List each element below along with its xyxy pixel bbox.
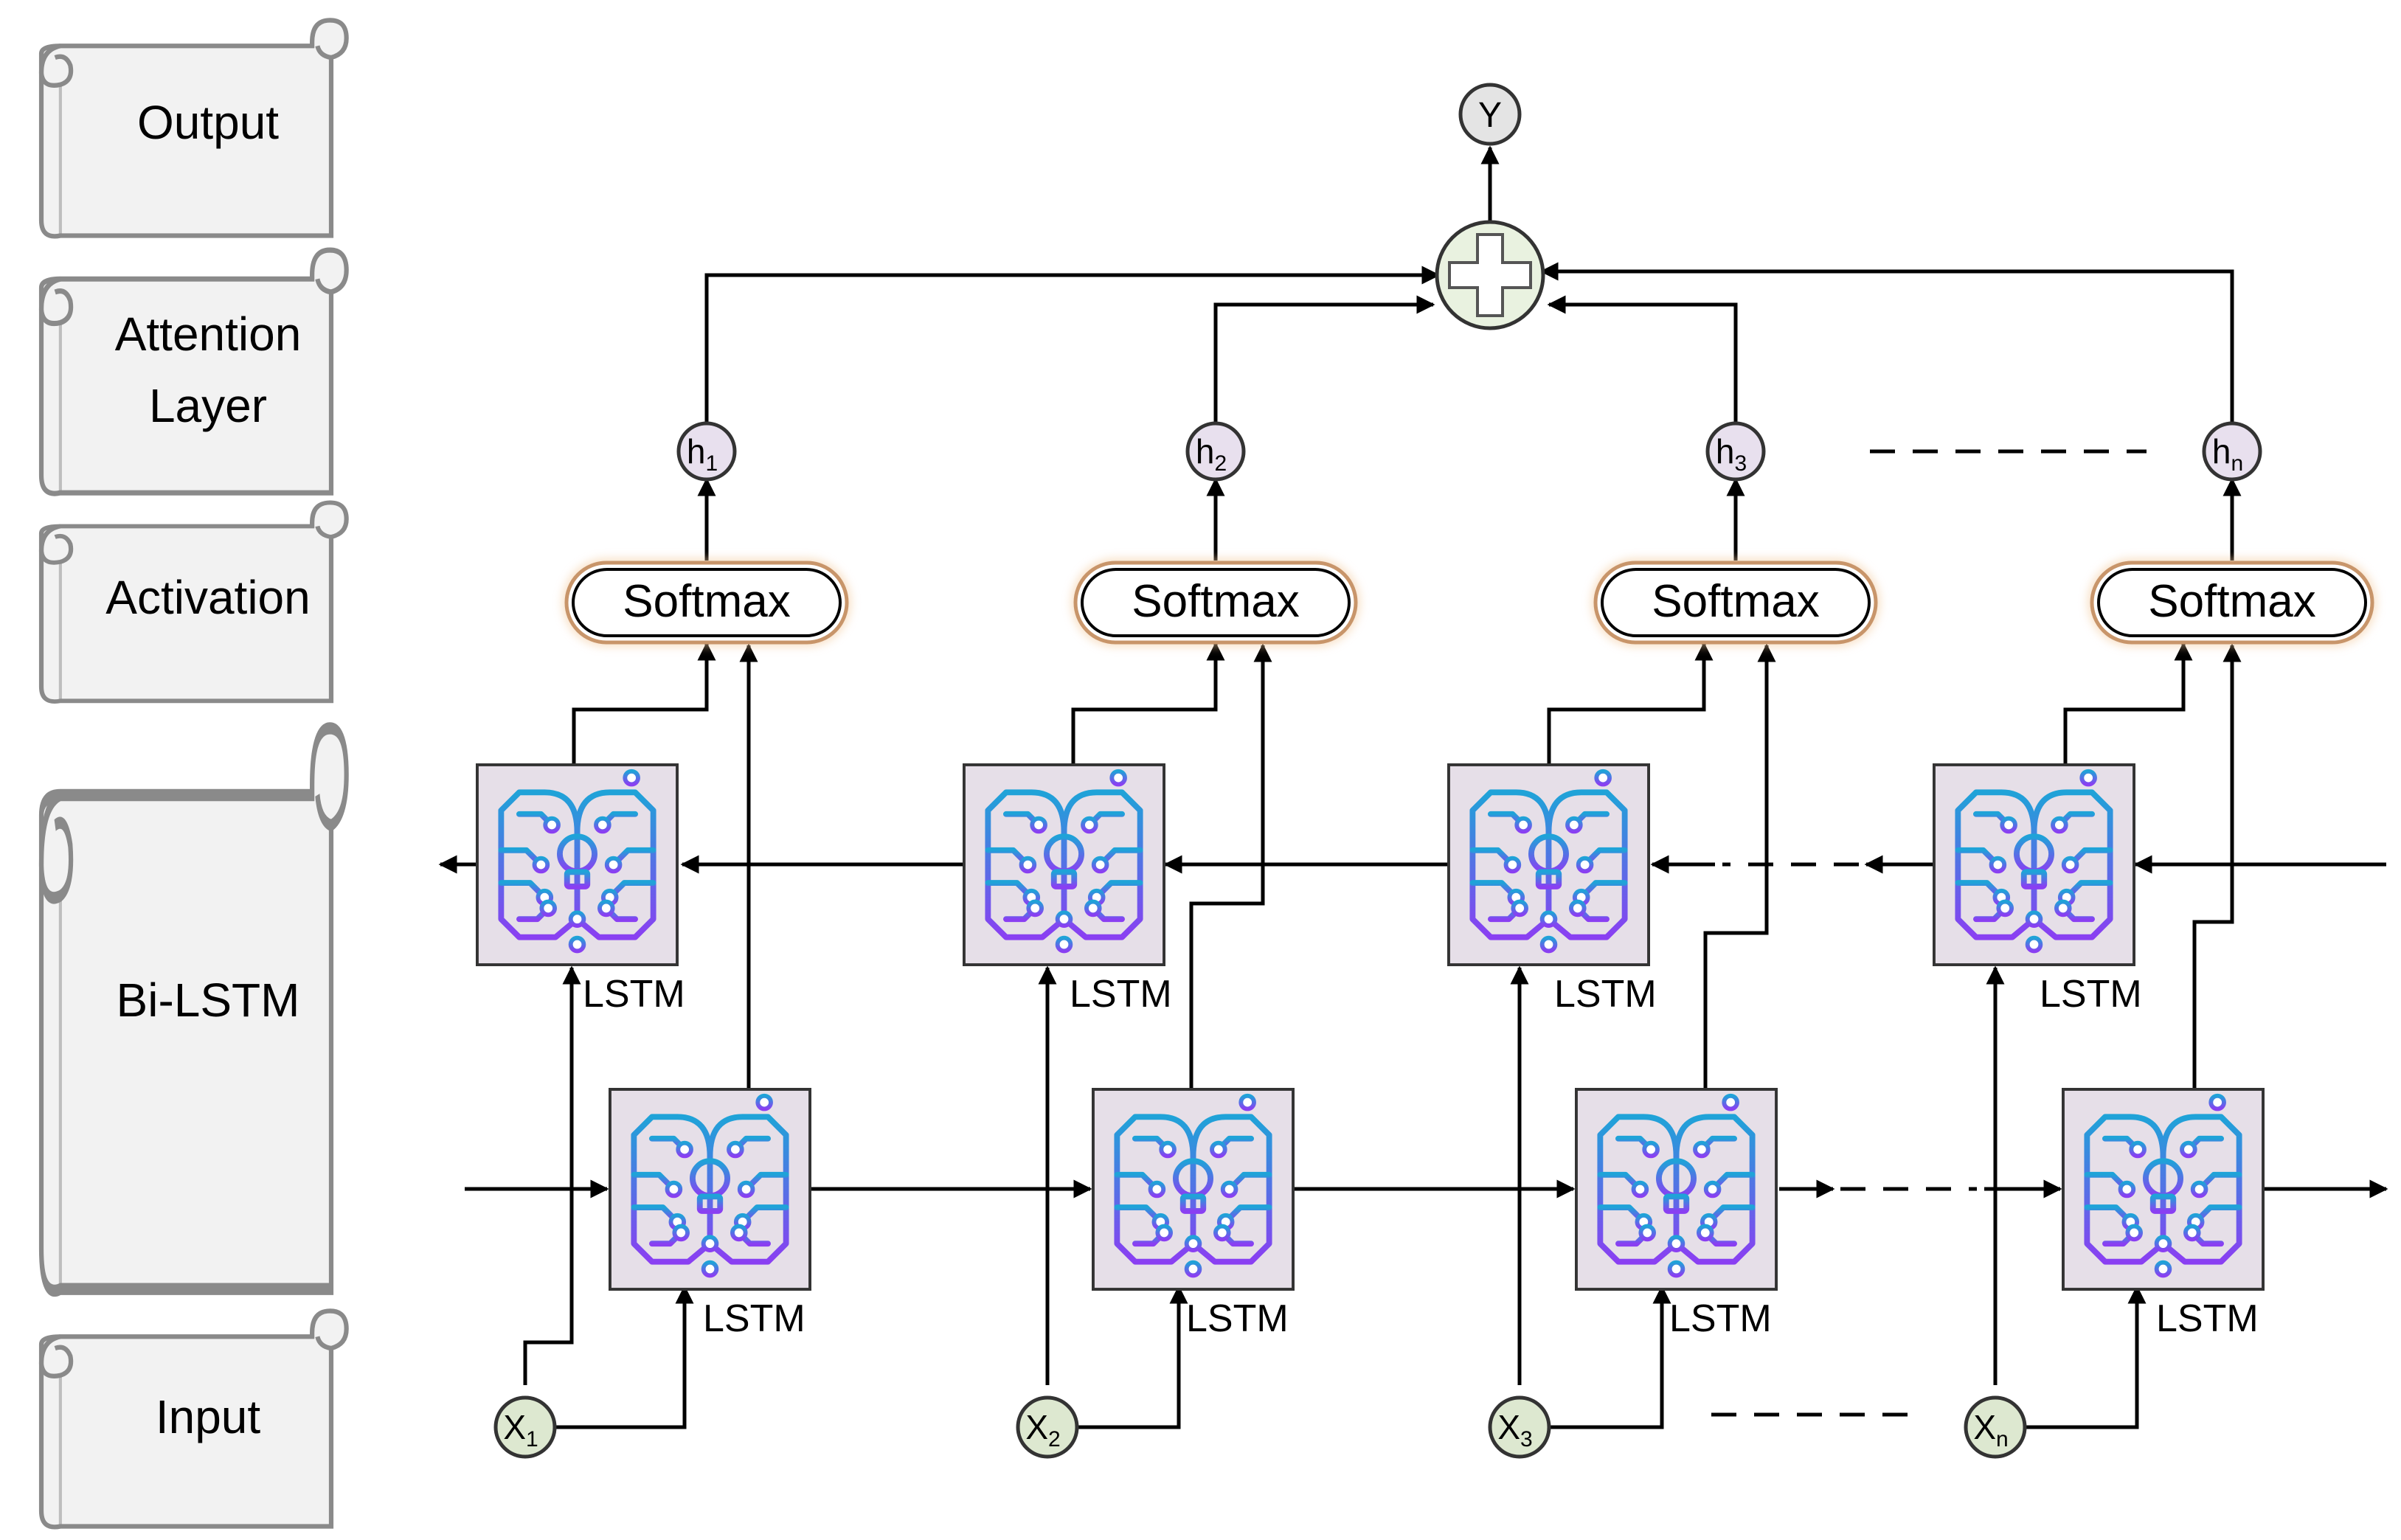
softmax-box: Softmax (1591, 558, 1880, 647)
bottom-lstm-cell-2: LSTM (1093, 1089, 1293, 1340)
softmax-boxes: Softmax Softmax Softmax Softmax (562, 558, 2377, 647)
input-node-4: Xn (1964, 1395, 2027, 1459)
input-node-3: X3 (1488, 1395, 1551, 1459)
lstm-label: LSTM (1070, 973, 1172, 1016)
circuit-brain-icon (1449, 765, 1649, 965)
circuit-brain-icon (610, 1089, 810, 1289)
lstm-label: LSTM (703, 1297, 805, 1340)
layer-output: Output (41, 20, 347, 236)
layer-activation-label: Activation (105, 571, 310, 624)
lstm-cells: LSTM LSTM LSTM LSTM LSTM LSTM LSTM LSTM (477, 765, 2263, 1340)
layer-input-label: Input (156, 1390, 261, 1443)
softmax-label: Softmax (1652, 576, 1819, 627)
hidden-state-label: h1 (687, 432, 718, 476)
softmax-label: Softmax (623, 576, 790, 627)
top-lstm-cell-4: LSTM (1934, 765, 2142, 1016)
softmax-label: Softmax (2148, 576, 2315, 627)
circuit-brain-icon (1093, 1089, 1293, 1289)
softmax-label: Softmax (1132, 576, 1299, 627)
lstm-label: LSTM (1554, 973, 1657, 1016)
connections (438, 145, 2388, 1429)
hidden-state-node-2: h2 (1185, 421, 1246, 482)
input-node-1: X1 (493, 1395, 557, 1459)
softmax-box: Softmax (2088, 558, 2377, 647)
bottom-lstm-cell-1: LSTM (610, 1089, 810, 1340)
layer-attention-label-2: Layer (149, 379, 267, 432)
bottom-lstm-cell-4: LSTM (2063, 1089, 2263, 1340)
bottom-lstm-cell-3: LSTM (1576, 1089, 1776, 1340)
hidden-state-nodes: h1 h2 h3 hn (676, 421, 2262, 482)
circuit-brain-icon (964, 765, 1164, 965)
layer-activation: Activation (41, 502, 347, 701)
circuit-brain-icon (1576, 1089, 1776, 1289)
layer-output-label: Output (137, 96, 279, 149)
circuit-brain-icon (477, 765, 677, 965)
lstm-label: LSTM (2040, 973, 2142, 1016)
scroll-icon (41, 250, 347, 493)
top-lstm-cell-2: LSTM (964, 765, 1172, 1016)
softmax-box: Softmax (562, 558, 851, 647)
hidden-state-node-3: h3 (1705, 421, 1766, 482)
layer-attention-label-1: Attention (115, 308, 302, 361)
input-node-2: X2 (1016, 1395, 1079, 1459)
layer-bilstm-label: Bi-LSTM (117, 974, 300, 1027)
layer-input: Input (41, 1311, 347, 1527)
output-node-label: Y (1478, 96, 1502, 135)
lstm-label: LSTM (1186, 1297, 1289, 1340)
circuit-brain-icon (1934, 765, 2134, 965)
lstm-label: LSTM (583, 973, 685, 1016)
sum-node (1435, 220, 1545, 330)
top-lstm-cell-3: LSTM (1449, 765, 1657, 1016)
top-lstm-cell-1: LSTM (477, 765, 685, 1016)
layer-attention: Attention Layer (41, 250, 347, 493)
hidden-state-node-4: hn (2202, 421, 2262, 482)
layer-bilstm: Bi-LSTM (41, 728, 347, 1291)
lstm-label: LSTM (2156, 1297, 2259, 1340)
input-nodes: X1 X2 X3 Xn (493, 1395, 2027, 1459)
lstm-label: LSTM (1669, 1297, 1772, 1340)
hidden-state-node-1: h1 (676, 421, 737, 482)
circuit-brain-icon (2063, 1089, 2263, 1289)
input-label: X2 (1025, 1408, 1060, 1451)
plus-icon (1448, 233, 1532, 317)
softmax-box: Softmax (1071, 558, 1360, 647)
output-node: Y (1458, 83, 1522, 146)
